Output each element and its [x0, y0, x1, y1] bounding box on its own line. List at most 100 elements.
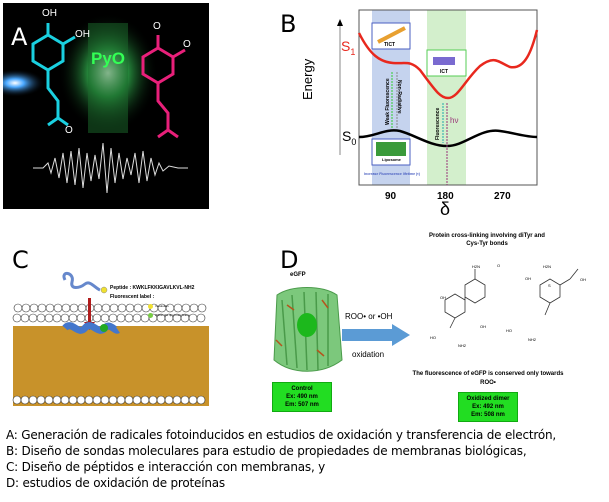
- lipid-head: [116, 395, 126, 405]
- o-label-2: O: [183, 39, 191, 50]
- lipid-head: [100, 395, 110, 405]
- lipid-head: [92, 395, 102, 405]
- lipid-head: [12, 313, 22, 323]
- lipid-head: [77, 303, 87, 313]
- tyrosine-residues: [275, 299, 329, 357]
- lipid-head: [68, 313, 78, 323]
- lipid-head: [29, 303, 39, 313]
- lipid-head: [124, 313, 134, 323]
- chemical-structures: [444, 268, 579, 329]
- s1-curve: [357, 29, 539, 100]
- lipid-head: [181, 303, 191, 313]
- conclusion-text: The fluorescence of eGFP is conserved on…: [412, 371, 564, 386]
- s1-label: S1: [341, 38, 356, 57]
- chem-oh-3: OH: [580, 277, 586, 282]
- control-title: Control: [291, 386, 313, 392]
- tict-label: TICT: [384, 42, 396, 48]
- chem-oh-2: OH: [480, 324, 486, 329]
- lipid-head: [68, 395, 78, 405]
- fluorescent-label-title: Fluorescent label :: [110, 294, 155, 300]
- arrow-head: [337, 19, 343, 26]
- panel-a-label: A: [11, 23, 28, 51]
- fluorescence-label: Fluorescence: [435, 107, 441, 140]
- reagent-label: ROO• or •OH: [345, 312, 393, 321]
- chromophore: [297, 313, 317, 337]
- energy-axis-label: Energy: [300, 58, 315, 100]
- tict-molecule: [377, 26, 406, 44]
- peptide-helix: [62, 322, 120, 334]
- cys-tyr-ring: [539, 278, 561, 304]
- chem-h2n-2: H2N: [543, 264, 552, 269]
- lipid-head: [52, 313, 62, 323]
- liposome-image: [376, 142, 406, 156]
- hv-label: hν: [450, 116, 459, 125]
- lipid-head: [124, 395, 134, 405]
- legend-green-dot: [148, 313, 153, 318]
- lipid-head: [196, 395, 206, 405]
- lipid-head: [92, 313, 102, 323]
- pink-molecule: [141, 35, 186, 139]
- lipid-head: [37, 303, 47, 313]
- lipid-head: [173, 303, 183, 313]
- lipid-head: [108, 395, 118, 405]
- energy-diagram: [337, 9, 539, 186]
- lipid-head: [20, 313, 30, 323]
- lipid-head: [60, 395, 70, 405]
- ict-molecule: [433, 57, 455, 65]
- lipid-head: [28, 395, 38, 405]
- lipid-head: [101, 303, 111, 313]
- control-ex: Ex: 490 nm: [286, 394, 318, 400]
- delta-axis-label: δ: [440, 199, 451, 219]
- subscript: 1: [350, 46, 356, 57]
- caption-a: A: Generación de radicales fotoinducidos…: [6, 428, 556, 442]
- lipid-head: [45, 303, 55, 313]
- lipid-head: [140, 395, 150, 405]
- lipid-head: [197, 303, 207, 313]
- oxidation-label: oxidation: [352, 350, 385, 359]
- lipid-head: [36, 313, 46, 323]
- lipid-head: [132, 395, 142, 405]
- lipid-head: [21, 303, 31, 313]
- chem-nh2-2: NH2: [528, 337, 537, 342]
- pyo-label: PyO: [91, 49, 126, 68]
- lipid-head: [132, 313, 142, 323]
- crosslink-title: Protein cross-linking involving diTyr an…: [429, 233, 545, 247]
- panel-c-label: C: [12, 246, 29, 274]
- caption-d: D: estudios de oxidación de proteínas: [6, 476, 225, 490]
- dimer-ex: Ex: 492 nm: [472, 404, 504, 410]
- panel-b-label: B: [280, 10, 297, 38]
- caption-c: C: Diseño de péptidos e interacción con …: [6, 460, 326, 474]
- lipid-head: [156, 395, 166, 405]
- membrane-illustration: [12, 272, 209, 406]
- chem-o-1: O: [497, 263, 501, 268]
- lipid-head: [12, 395, 22, 405]
- lipid-head: [93, 303, 103, 313]
- lipid-head: [164, 395, 174, 405]
- lipid-head: [109, 303, 119, 313]
- non-radiative-label: Non-Radiative: [396, 80, 402, 114]
- insertion-arrow: [88, 298, 91, 324]
- tick-180: 180: [437, 191, 454, 202]
- plot-frame: [358, 9, 538, 186]
- lipid-head: [84, 395, 94, 405]
- lipid-head: [36, 395, 46, 405]
- lipid-head: [148, 395, 158, 405]
- cyan-molecule: [31, 23, 76, 127]
- oxidation-arrow: [342, 324, 410, 346]
- chem-ho-2: HO: [506, 328, 512, 333]
- dimer-em: Em: 508 nm: [471, 412, 505, 418]
- caption-b: B: Diseño de sondas moleculares para est…: [6, 444, 527, 458]
- lipid-head: [61, 303, 71, 313]
- lipid-head: [125, 303, 135, 313]
- chem-oh-4: OH: [525, 276, 531, 281]
- oh-label-2: OH: [75, 29, 90, 40]
- chem-oh-1: OH: [440, 295, 446, 300]
- lipid-head: [53, 303, 63, 313]
- panel-a-illustration: [3, 13, 188, 194]
- fluorescent-label-solution: [100, 286, 108, 294]
- oxidized-dimer-box: Oxidized dimer Ex: 492 nm Em: 508 nm: [458, 392, 518, 422]
- s0-label: S0: [342, 128, 357, 147]
- lipid-head: [20, 395, 30, 405]
- lipid-head: [133, 303, 143, 313]
- dityrosine-ring-1: [444, 293, 466, 319]
